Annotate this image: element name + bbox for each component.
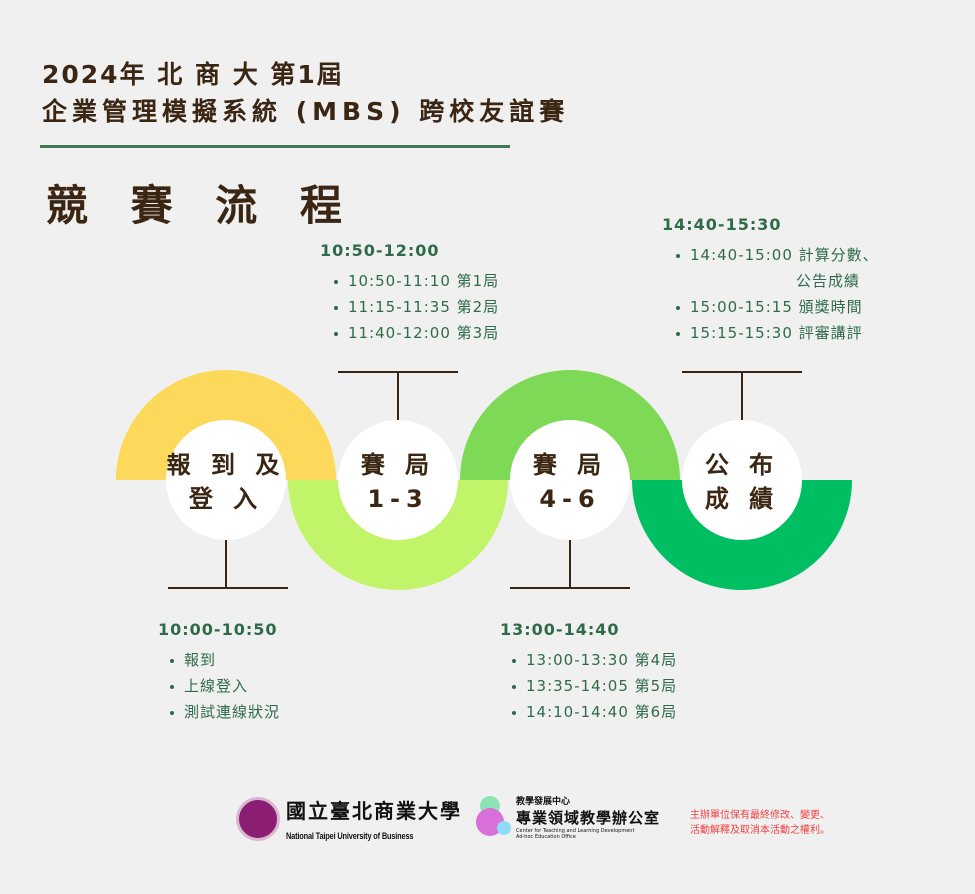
stage-4-time: 14:40-15:30 (662, 215, 782, 234)
center-logo: 教學發展中心 專業領域教學辦公室 Center for Teaching and… (474, 792, 660, 842)
stage-1-circle (166, 420, 286, 540)
stage-1-label: 報 到 及登 入 (166, 451, 286, 513)
list-item: 14:10-14:40 第6局 (512, 699, 677, 725)
stage-2-time: 10:50-12:00 (320, 241, 440, 260)
center-small-title: 教學發展中心 (516, 797, 571, 807)
university-name-en: National Taipei University of Business (286, 831, 414, 841)
center-name: 專業領域教學辦公室 (516, 809, 661, 827)
page-title: 競 賽 流 程 (46, 181, 356, 230)
stage-3-details: 13:00-14:40 13:00-13:30 第4局 13:35-14:05 … (500, 620, 677, 725)
university-logo: 國立臺北商業大學 National Taipei University of B… (236, 795, 462, 843)
list-item: 10:50-11:10 第1局 (334, 268, 499, 294)
stage-2-details: 10:50-12:00 10:50-11:10 第1局 11:15-11:35 … (320, 241, 499, 346)
center-name-en: Center for Teaching and Learning Develop… (516, 828, 635, 834)
list-item: 15:00-15:15 頒獎時間 (676, 294, 879, 320)
list-item: 13:35-14:05 第5局 (512, 673, 677, 699)
event-title: 企業管理模擬系統 (MBS) 跨校友誼賽 (42, 97, 570, 126)
list-item: 11:40-12:00 第3局 (334, 320, 499, 346)
stage-1-time: 10:00-10:50 (158, 620, 278, 639)
university-seal-icon (236, 797, 280, 841)
center-name-en2: Ad-hoc Education Office (516, 834, 576, 840)
stage-4-label: 公 布成 績 (704, 451, 780, 513)
list-item: 13:00-13:30 第4局 (512, 647, 677, 673)
list-item: 公告成績 (796, 272, 861, 290)
list-item: 15:15-15:30 評審講評 (676, 320, 879, 346)
list-item: 報到 (170, 647, 280, 673)
list-item: 測試連線狀況 (170, 699, 280, 725)
list-item: 14:40-15:00 計算分數、 (676, 242, 879, 268)
stage-4-circle (682, 420, 802, 540)
center-logo-icon (476, 796, 511, 836)
event-subtitle: 2024年 北 商 大 第1屆 (42, 60, 344, 89)
stage-2-circle (338, 420, 458, 540)
stage-1-details: 10:00-10:50 報到 上線登入 測試連線狀況 (158, 620, 280, 725)
stage-3-circle (510, 420, 630, 540)
list-item: 上線登入 (170, 673, 280, 699)
university-name: 國立臺北商業大學 (286, 799, 462, 823)
list-item: 11:15-11:35 第2局 (334, 294, 499, 320)
disclaimer: 主辦單位保有最終修改、變更、活動解釋及取消本活動之權利。 (690, 810, 830, 836)
divider (40, 145, 510, 148)
stage-4-details: 14:40-15:30 14:40-15:00 計算分數、 公告成績 15:00… (662, 215, 879, 346)
stage-3-time: 13:00-14:40 (500, 620, 620, 639)
